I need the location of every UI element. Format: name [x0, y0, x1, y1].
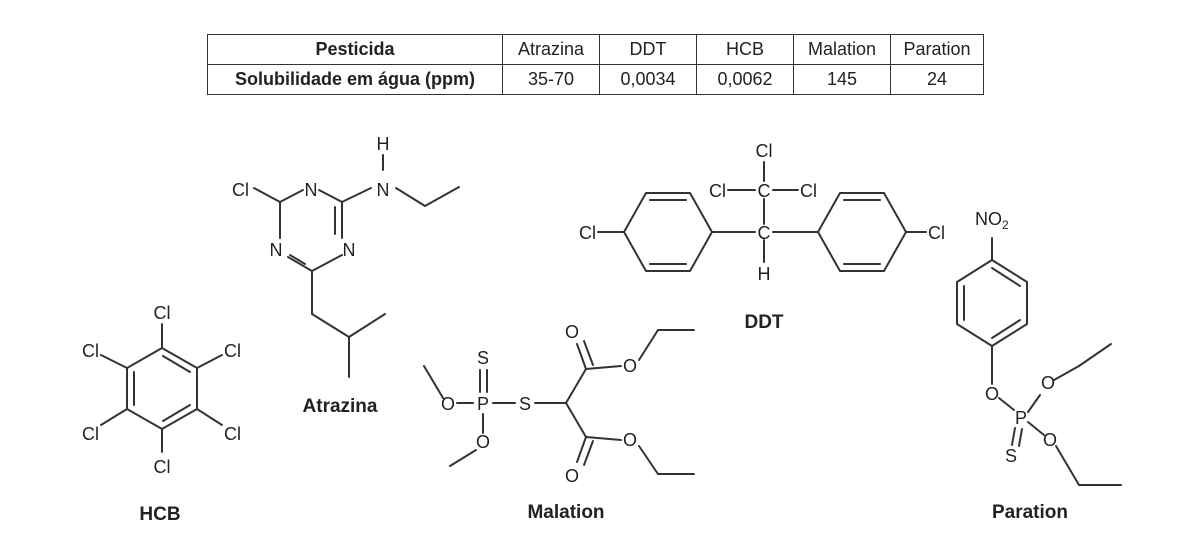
- atom-label: Cl: [232, 180, 249, 200]
- atom-label: S: [519, 394, 531, 414]
- hcb-name: HCB: [139, 504, 180, 525]
- table-cell: 24: [890, 64, 984, 95]
- atom-label: P: [477, 394, 489, 414]
- atom-label: H: [377, 134, 390, 154]
- atom-label: O: [623, 356, 637, 376]
- atom-label: S: [1005, 446, 1017, 466]
- atom-label: Cl: [800, 181, 817, 201]
- paration-name: Paration: [992, 502, 1068, 523]
- atom-label: C: [758, 223, 771, 243]
- atom-label: O: [565, 322, 579, 342]
- atom-label: S: [477, 348, 489, 368]
- atom-label: N: [377, 180, 390, 200]
- atom-label: Cl: [928, 223, 945, 243]
- atom-label: Cl: [154, 457, 171, 477]
- atom-label: O: [441, 394, 455, 414]
- ddt-structure: Cl C Cl Cl C H Cl Cl DDT: [579, 141, 945, 333]
- atrazina-name: Atrazina: [303, 396, 378, 417]
- atom-label: O: [623, 430, 637, 450]
- table-row-label: Solubilidade em água (ppm): [207, 64, 503, 95]
- atom-label: O: [1043, 430, 1057, 450]
- atom-label: N: [343, 240, 356, 260]
- table-header-row: Pesticida Atrazina DDT HCB Malation Para…: [207, 34, 984, 65]
- atom-label: H: [758, 264, 771, 284]
- malation-name: Malation: [527, 502, 604, 523]
- atom-label: C: [758, 181, 771, 201]
- table-cell: 35-70: [502, 64, 600, 95]
- atom-label: Cl: [154, 303, 171, 323]
- atom-label: O: [1041, 373, 1055, 393]
- paration-structure: NO2 O P O O S Paration: [956, 209, 1122, 523]
- nitro-subscript: 2: [1002, 218, 1009, 232]
- atom-label: O: [985, 384, 999, 404]
- solubility-table: Pesticida Atrazina DDT HCB Malation Para…: [207, 34, 984, 95]
- atom-label: NO2: [975, 209, 1009, 232]
- table-header-cell: Atrazina: [502, 34, 600, 65]
- table-header-cell: Pesticida: [207, 34, 503, 65]
- table-cell: 0,0062: [696, 64, 794, 95]
- ddt-name: DDT: [744, 312, 783, 333]
- atom-label: Cl: [224, 424, 241, 444]
- atom-label: Cl: [756, 141, 773, 161]
- table-header-cell: Paration: [890, 34, 984, 65]
- table-cell: 145: [793, 64, 891, 95]
- table-cell: 0,0034: [599, 64, 697, 95]
- atom-label: N: [305, 180, 318, 200]
- atom-label: P: [1015, 408, 1027, 428]
- atrazina-structure: Cl N N H N N Atrazina: [232, 134, 460, 417]
- nitro-label: NO: [975, 209, 1002, 229]
- atom-label: Cl: [82, 341, 99, 361]
- atom-label: Cl: [82, 424, 99, 444]
- atom-label: O: [476, 432, 490, 452]
- table-row: Solubilidade em água (ppm) 35-70 0,0034 …: [207, 64, 984, 95]
- atom-label: Cl: [224, 341, 241, 361]
- atom-label: Cl: [579, 223, 596, 243]
- table-header-cell: HCB: [696, 34, 794, 65]
- atom-label: Cl: [709, 181, 726, 201]
- atom-label: N: [270, 240, 283, 260]
- hcb-structure: Cl Cl Cl Cl Cl Cl HCB: [82, 303, 241, 525]
- malation-structure: O P S O S O O O O Malation: [423, 322, 695, 523]
- atom-label: O: [565, 466, 579, 486]
